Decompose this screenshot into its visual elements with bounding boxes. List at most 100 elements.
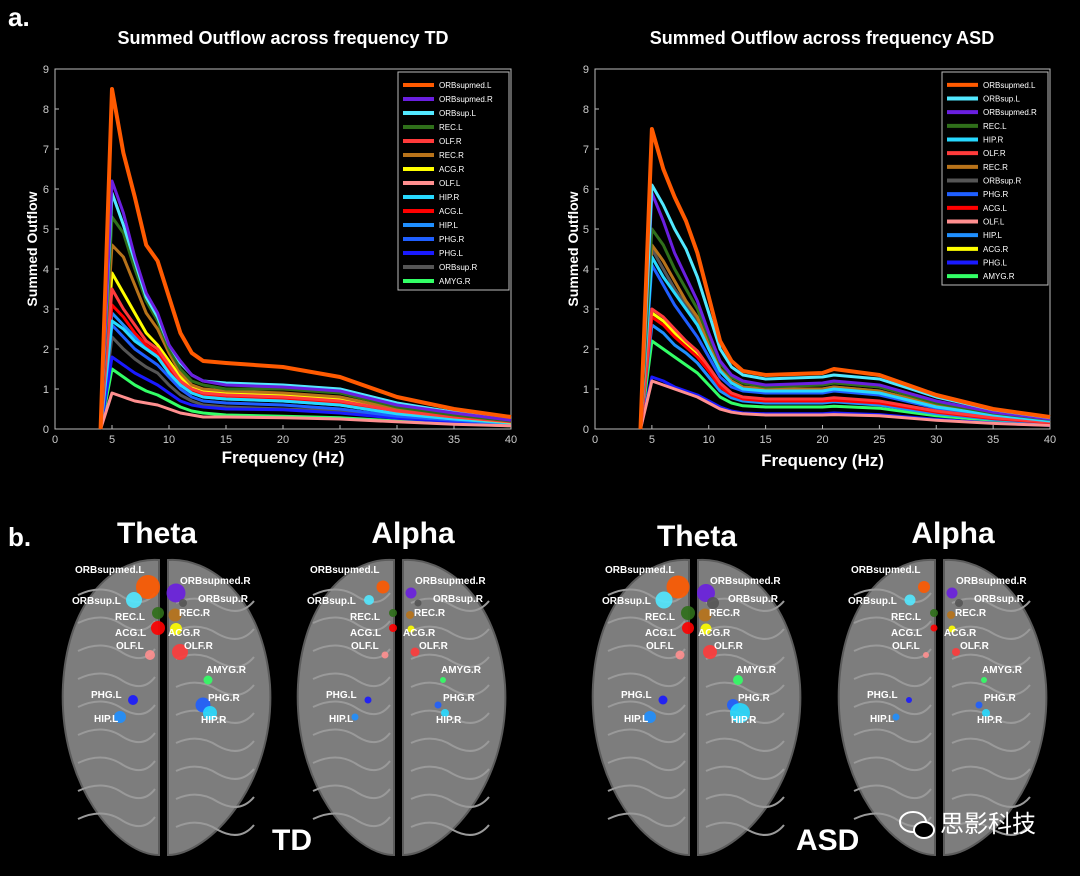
y-tick-label: 8 [583, 104, 589, 116]
node-label: OLF.R [419, 641, 449, 652]
node-label: ORBsup.L [307, 596, 356, 607]
gyrus-texture [853, 700, 932, 716]
x-tick-label: 10 [163, 434, 175, 446]
node-PHG.L [658, 695, 668, 705]
gyrus-texture [607, 728, 686, 744]
gyrus-texture [410, 821, 490, 836]
gyrus-texture [853, 728, 932, 744]
wechat-icon [899, 811, 935, 839]
node-ORBsupmed.R [946, 587, 958, 599]
series-line-PHG.L [99, 355, 512, 430]
gyrus-texture [77, 700, 156, 716]
gyrus-texture [312, 728, 391, 744]
node-label: HIP.R [201, 715, 227, 726]
legend-entry: ORBsup.R [983, 177, 1021, 186]
gyrus-texture [175, 709, 255, 724]
node-label: HIP.L [94, 714, 118, 725]
node-PHG.R [975, 701, 983, 709]
node-label: ORBsup.R [433, 594, 484, 605]
y-tick-label: 5 [583, 224, 589, 236]
x-tick-label: 15 [760, 434, 772, 446]
gyrus-texture [77, 616, 156, 632]
node-ORBsupmed.R [697, 584, 715, 602]
group-label-asd: ASD [796, 824, 859, 857]
node-label: REC.R [955, 608, 987, 619]
gyrus-texture [607, 616, 686, 632]
x-tick-label: 35 [987, 434, 999, 446]
node-REC.L [681, 606, 695, 620]
node-label: REC.L [891, 612, 921, 623]
y-tick-label: 4 [583, 264, 589, 276]
node-label: REC.L [350, 612, 380, 623]
gyrus-texture [175, 681, 255, 696]
legend-entry: ACG.L [983, 204, 1008, 213]
legend-entry: REC.L [439, 123, 463, 132]
y-tick-label: 1 [43, 384, 49, 396]
left-hemisphere [591, 558, 690, 857]
node-OLF.L [381, 651, 389, 659]
node-REC.R [698, 608, 712, 622]
node-label: ACG.L [645, 628, 676, 639]
series-line-OLF.R [639, 307, 1051, 430]
node-HIP.R [730, 703, 750, 723]
node-label: ORBsupmed.L [605, 565, 674, 576]
left-hemisphere [61, 558, 160, 857]
node-label: ORBsup.R [198, 594, 249, 605]
node-label: OLF.L [351, 641, 379, 652]
gyrus-texture [175, 793, 255, 808]
gyrus-texture [951, 597, 1031, 612]
legend-entry: OLF.R [983, 149, 1006, 158]
gyrus-texture [175, 597, 255, 612]
gyrus-texture [853, 784, 932, 800]
node-label: ORBsup.R [974, 594, 1025, 605]
node-OLF.R [172, 644, 188, 660]
legend-entry: AMYG.R [439, 277, 471, 286]
node-OLF.R [410, 647, 420, 657]
series-line-REC.L [99, 215, 512, 430]
node-label: ORBsup.L [72, 596, 121, 607]
gyrus-texture [705, 597, 785, 612]
x-tick-label: 20 [277, 434, 289, 446]
brain-title: Theta [657, 520, 737, 553]
node-label: ACG.L [115, 628, 146, 639]
node-label: PHG.R [443, 693, 475, 704]
node-PHG.L [128, 695, 138, 705]
node-ACG.R [407, 625, 415, 633]
watermark: 思影科技 [940, 810, 1036, 838]
gyrus-texture [853, 616, 932, 632]
y-axis-label: Summed Outflow [565, 191, 581, 306]
node-label: OLF.L [646, 641, 674, 652]
gyrus-texture [951, 793, 1031, 808]
gyrus-texture [175, 821, 255, 836]
series-line-HIP.R [99, 319, 512, 430]
node-label: ACG.R [403, 628, 436, 639]
panel-b-label: b. [8, 522, 31, 552]
node-label: ACG.L [350, 628, 381, 639]
y-axis-label: Summed Outflow [24, 191, 40, 306]
brain-title: Theta [117, 517, 197, 550]
gyrus-texture [951, 681, 1031, 696]
node-ORBsupmed.R [166, 583, 186, 603]
chart-title: Summed Outflow across frequency ASD [650, 28, 994, 48]
gyrus-texture [77, 672, 156, 688]
series-line-REC.R [99, 243, 512, 430]
right-hemisphere [943, 558, 1048, 857]
node-ORBsup.R [707, 597, 719, 609]
node-label: ACG.R [944, 628, 977, 639]
node-label: PHG.L [91, 690, 122, 701]
y-tick-label: 6 [583, 184, 589, 196]
gyrus-texture [312, 588, 391, 604]
node-label: PHG.R [208, 693, 240, 704]
node-PHG.R [434, 701, 442, 709]
node-label: REC.R [414, 608, 446, 619]
x-tick-label: 5 [649, 434, 655, 446]
left-hemisphere [296, 558, 395, 857]
legend-entry: ACG.L [439, 207, 464, 216]
